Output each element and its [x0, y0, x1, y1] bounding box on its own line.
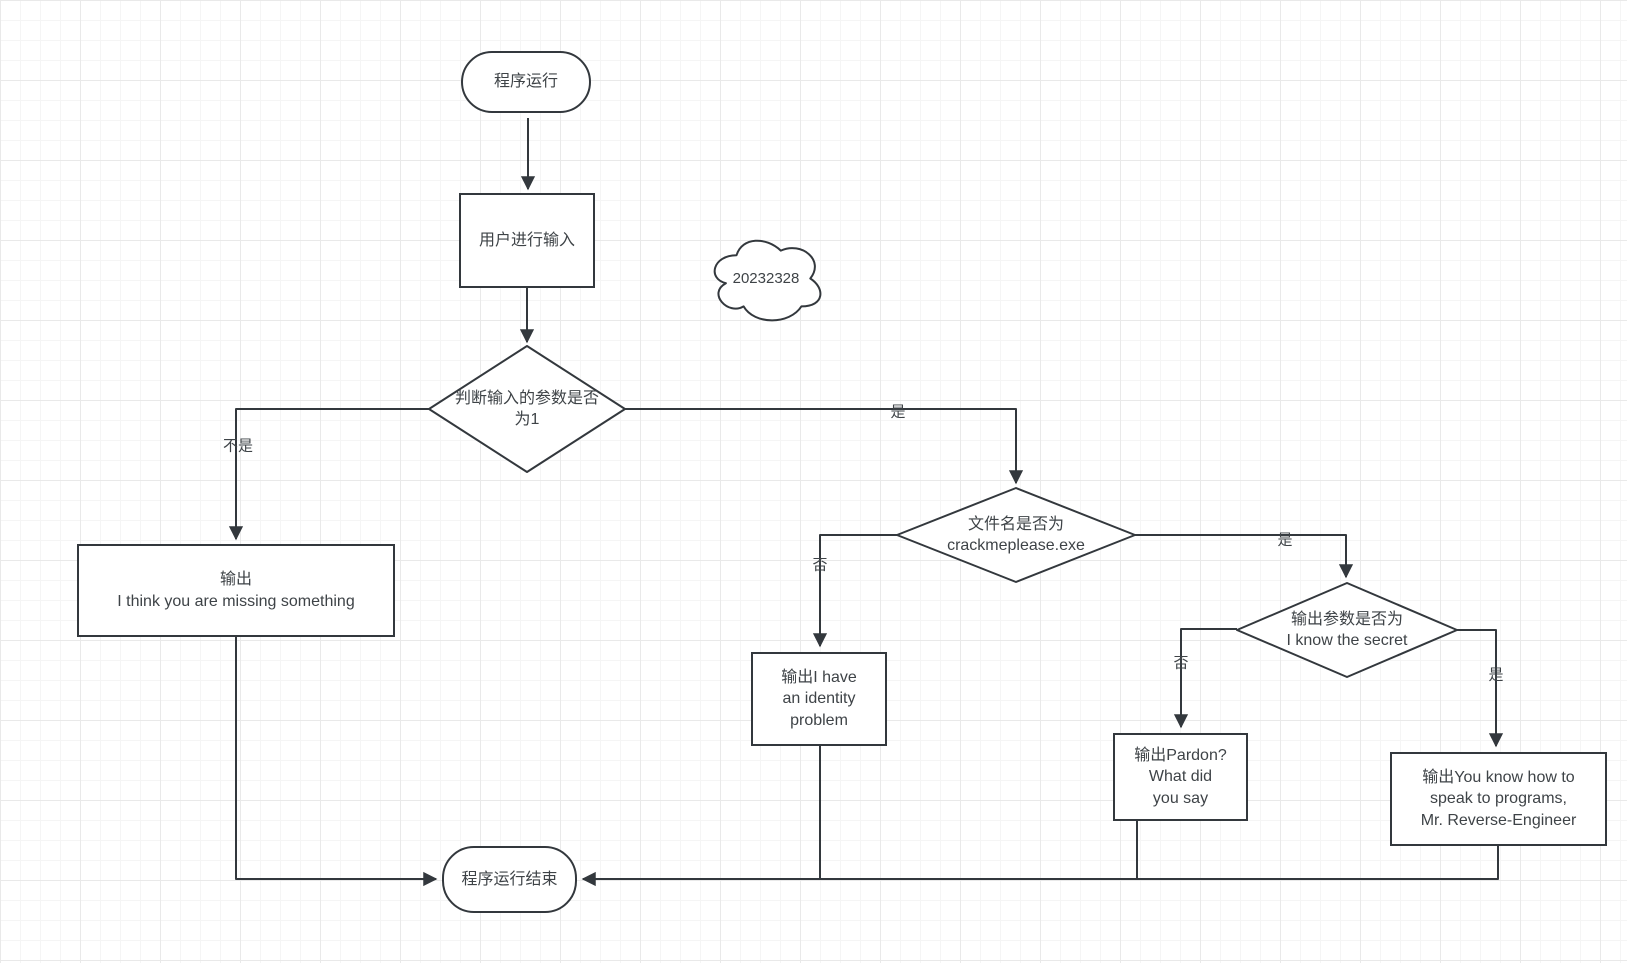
- edge-engineer-to-end: [581, 846, 1499, 887]
- decision-filename-shape[interactable]: [896, 487, 1136, 583]
- edge-label-filename-yes[interactable]: 是: [1277, 531, 1293, 549]
- edge-decision1-no: [228, 408, 429, 541]
- edge-missing-to-end: [235, 637, 438, 887]
- process-user-input[interactable]: 用户进行输入: [459, 193, 595, 288]
- edge-label-arg-yes[interactable]: 是: [890, 403, 906, 421]
- decision-arg-count-shape[interactable]: [428, 345, 626, 473]
- edge-label-filename-no[interactable]: 否: [812, 556, 828, 574]
- decision-secret-label: 输出参数是否为 I know the secret: [1286, 610, 1408, 649]
- edge-decision2-no: [812, 534, 897, 648]
- decision-arg-count-label: 判断输入的参数是否 为1: [454, 389, 599, 428]
- decision-filename-label: 文件名是否为 crackmeplease.exe: [947, 515, 1085, 554]
- cloud-label: 20232328: [732, 269, 800, 287]
- process-output-identity[interactable]: 输出I have an identity problem: [751, 652, 887, 746]
- edge-label-secret-no[interactable]: 否: [1173, 654, 1189, 672]
- process-output-missing[interactable]: 输出 I think you are missing something: [77, 544, 395, 637]
- edge-decision3-no: [1173, 628, 1237, 729]
- edge-label-arg-no[interactable]: 不是: [222, 437, 254, 455]
- edge-decision1-yes: [625, 408, 1024, 485]
- cloud-shape[interactable]: [713, 239, 822, 322]
- start-node[interactable]: 程序运行: [461, 51, 591, 113]
- edge-decision2-yes: [1135, 534, 1354, 579]
- process-output-engineer[interactable]: 输出You know how to speak to programs, Mr.…: [1390, 752, 1607, 846]
- edge-label-secret-yes[interactable]: 是: [1488, 666, 1504, 684]
- end-node[interactable]: 程序运行结束: [442, 846, 577, 913]
- decision-secret-shape[interactable]: [1236, 582, 1458, 678]
- process-output-pardon[interactable]: 输出Pardon? What did you say: [1113, 733, 1248, 821]
- edge-decision3-yes: [1457, 629, 1504, 748]
